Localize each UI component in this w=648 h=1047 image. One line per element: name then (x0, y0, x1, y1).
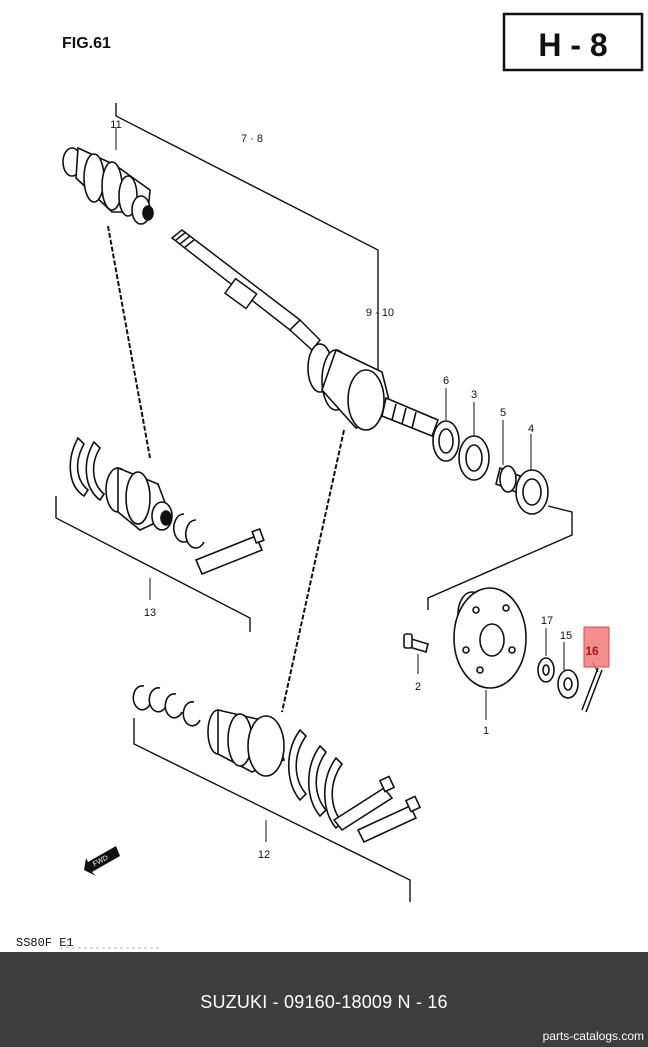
leader-lines-bearings (445, 388, 532, 470)
washer-17 (537, 657, 555, 683)
label-3: 3 (471, 389, 477, 401)
bearing-3 (458, 435, 490, 481)
cotter-pin-16 (581, 667, 603, 713)
label-7-8: 7 · 8 (241, 133, 263, 145)
hub-bolt-2 (403, 633, 429, 654)
section-code: H - 8 (538, 27, 607, 63)
figure-number: FIG.61 (62, 35, 111, 52)
label-12: 12 (258, 849, 270, 861)
part-title: SUZUKI - 09160-18009 N - 16 (200, 992, 448, 1012)
label-2: 2 (415, 681, 421, 693)
label-5: 5 (500, 407, 506, 419)
boot-kit-13 (69, 436, 265, 576)
label-13: 13 (144, 607, 156, 619)
label-16: 16 (585, 644, 599, 658)
bearing-4 (515, 469, 549, 515)
highlight-part-16[interactable]: 16 (583, 626, 610, 668)
site-watermark[interactable]: parts-catalogs.com (542, 1029, 644, 1043)
label-6: 6 (443, 375, 449, 387)
label-15: 15 (560, 630, 572, 642)
drive-shaft (170, 229, 322, 352)
model-code: SS80F E1 (16, 936, 74, 950)
label-4: 4 (528, 423, 534, 435)
nut-15 (557, 669, 579, 699)
label-1: 1 (483, 725, 489, 737)
wheel-hub-1 (453, 587, 527, 689)
forward-arrow: FWD (84, 846, 120, 876)
bracket-78 (115, 103, 379, 390)
seal-6 (432, 420, 460, 462)
parts-diagram: FIG.61 H - 8 (16, 12, 644, 950)
label-9-10: 9 · 10 (366, 307, 394, 319)
label-11: 11 (110, 119, 121, 131)
spacer-5 (495, 465, 521, 494)
leader-lines-hub (417, 628, 599, 720)
section-box: H - 8 (502, 12, 644, 72)
inner-cv-joint (307, 343, 440, 438)
outer-cv-joint (62, 146, 154, 225)
boot-kit-12 (132, 684, 422, 844)
leader-lines-boots (107, 225, 345, 713)
footer-bar: SUZUKI - 09160-18009 N - 16 parts-catalo… (0, 952, 648, 1047)
label-17: 17 (541, 615, 553, 627)
